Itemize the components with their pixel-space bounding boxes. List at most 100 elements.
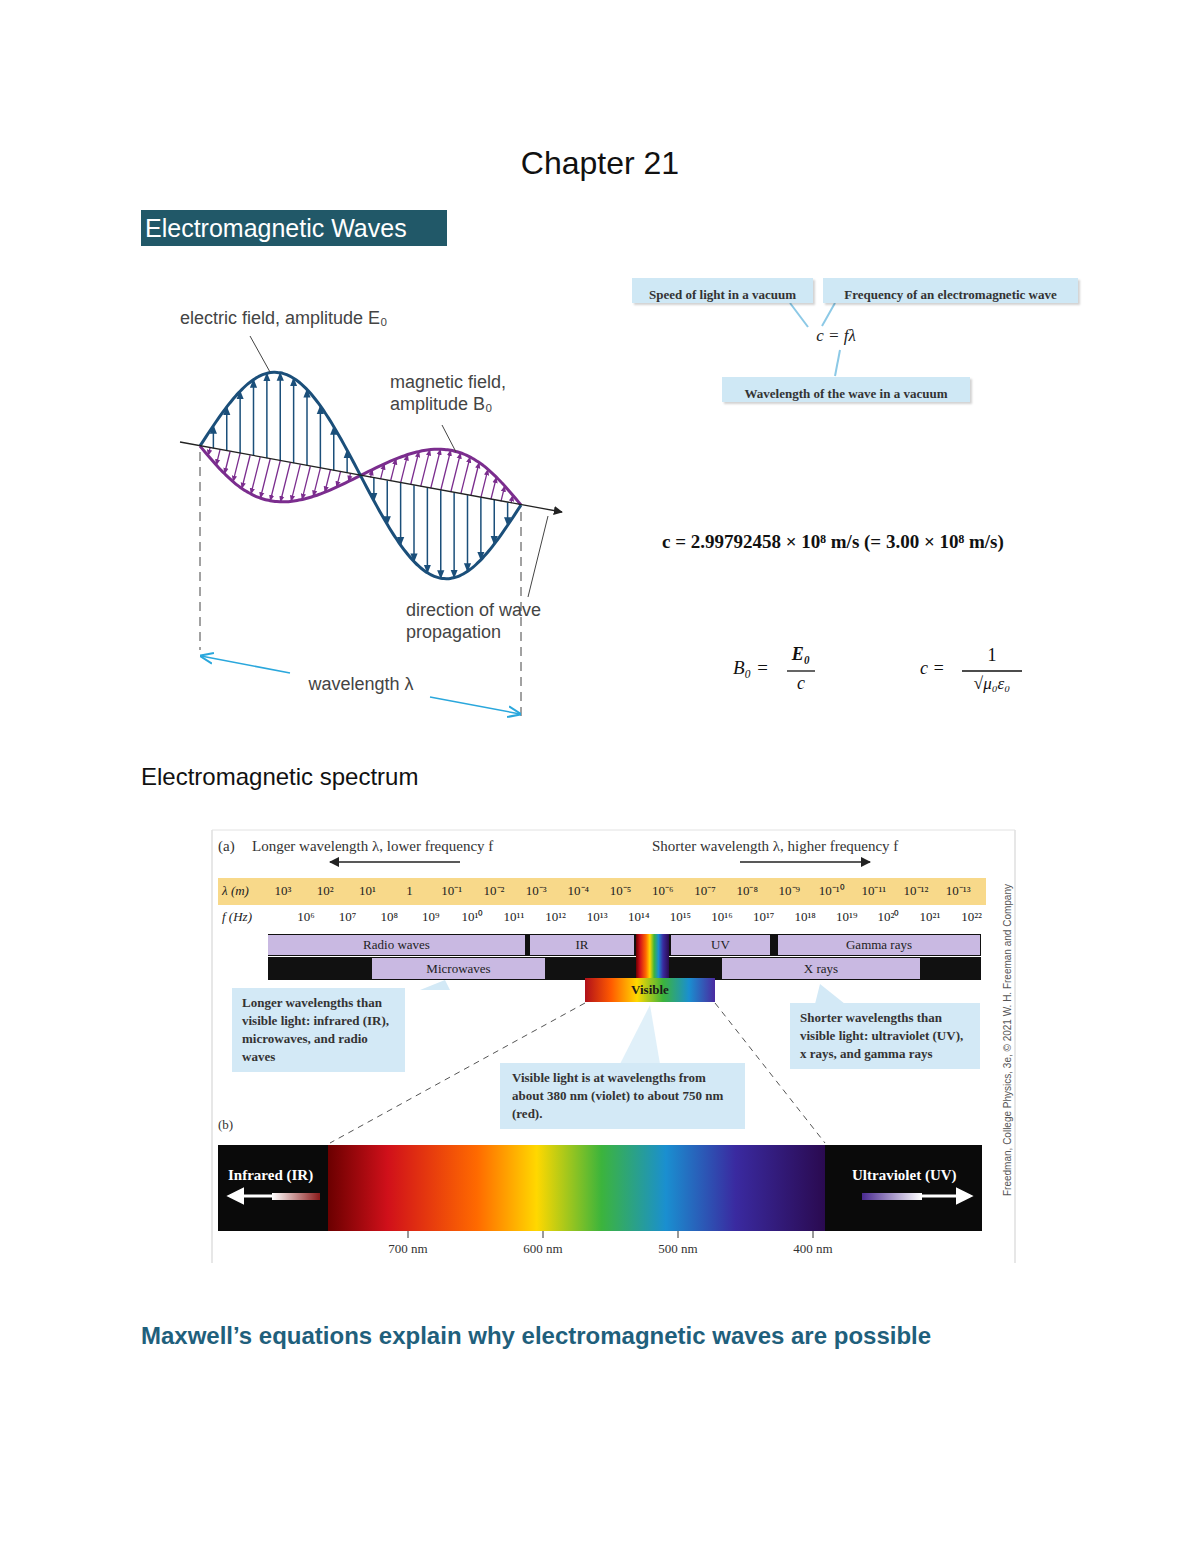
- spectrum-label: 1: [406, 883, 413, 899]
- spectrum-label: 10⁻⁷: [694, 883, 716, 899]
- electric-vector: [293, 378, 295, 463]
- spectrum-label: 10¹: [359, 883, 376, 899]
- electric-vector: [226, 407, 228, 451]
- spectrum-label: 10⁻⁸: [736, 883, 758, 899]
- spectrum-label: 10²²: [961, 909, 982, 925]
- magnetic-vector: [481, 469, 488, 497]
- figure-label: wavelength λ: [305, 674, 416, 696]
- spectrum-label: 10⁷: [339, 909, 357, 925]
- spectrum-label: 10¹³: [587, 909, 608, 925]
- spectrum-label: 700 nm: [388, 1241, 427, 1257]
- propagation-axis: [180, 442, 562, 512]
- magnetic-vector: [491, 477, 497, 499]
- figure-label: magnetic field, amplitude B₀: [390, 372, 530, 415]
- magnetic-vector: [461, 457, 470, 494]
- callout-box: Longer wavelengths than visible light: i…: [232, 988, 405, 1072]
- uv-arrow: [920, 1195, 970, 1198]
- magnetic-vector: [411, 451, 419, 484]
- page-title: Chapter 21: [521, 145, 679, 182]
- figure-frame: [1015, 830, 1016, 1263]
- box-text: Radio waves: [272, 935, 521, 955]
- box-text: Frequency of an electromagnetic wave: [831, 282, 1070, 307]
- electric-vector: [440, 490, 442, 578]
- section-heading: Electromagnetic spectrum: [141, 763, 418, 792]
- spectrum-label: Longer wavelength λ, lower frequency f: [252, 837, 493, 855]
- spectrum-label: (b): [218, 1117, 233, 1133]
- section-heading: Maxwell’s equations explain why electrom…: [141, 1322, 931, 1351]
- box-text: Speed of light in a vacuum: [640, 282, 805, 307]
- spectrum-label: 10⁻⁹: [779, 883, 801, 899]
- magnetic-vector: [225, 452, 231, 474]
- electric-vector: [413, 485, 415, 561]
- magnetic-vector: [421, 450, 430, 487]
- figure-label: direction of wave propagation: [406, 600, 571, 643]
- leader-line: [822, 303, 835, 326]
- wavelength-arrow: [430, 697, 520, 714]
- electric-vector: [266, 373, 268, 458]
- copyright-note: Freedman, College Physics, 3e, © 2021 W.…: [1002, 884, 1014, 1196]
- spectrum-label: 10⁸: [380, 909, 398, 925]
- leader-line: [835, 350, 840, 376]
- spectrum-label: Shorter wavelength λ, higher frequency f: [652, 837, 898, 855]
- spectrum-label: 10⁻⁴: [568, 883, 590, 899]
- fraction-bar: [787, 670, 815, 671]
- direction-arrow: [330, 861, 460, 863]
- spectrum-label: 600 nm: [523, 1241, 562, 1257]
- magnetic-vector: [313, 468, 320, 496]
- spectrum-label: 10⁶: [297, 909, 315, 925]
- box-text: Wavelength of the wave in a vacuum: [730, 381, 962, 406]
- callout-box: Wavelength of the wave in a vacuum: [722, 377, 970, 402]
- spectrum-label: 10⁻¹³: [946, 883, 971, 899]
- box-text: IR: [534, 935, 630, 955]
- ir-arrow: [272, 1193, 320, 1200]
- scale-ticks: [408, 1231, 813, 1238]
- electric-vector: [320, 406, 322, 468]
- electric-vector: [306, 389, 308, 465]
- box-text: Visible: [589, 978, 711, 1002]
- equation: c = 2.99792458 × 10⁸ m/s (= 3.00 × 10⁸ m…: [662, 531, 1004, 554]
- box-text: Longer wavelengths than visible light: i…: [242, 994, 395, 1066]
- equation: c =: [920, 658, 945, 680]
- spectrum-band: UV: [671, 935, 770, 955]
- spectrum-band: IR: [530, 935, 634, 955]
- section-heading: Electromagnetic Waves: [141, 210, 447, 246]
- spectrum-label: 10¹⁹: [836, 909, 857, 925]
- spectrum-label: 10¹⁸: [794, 909, 815, 925]
- spectrum-label: λ (m): [222, 883, 249, 899]
- uv-arrow: [862, 1193, 922, 1200]
- visible-spectrum: [328, 1145, 825, 1231]
- leader-line: [442, 425, 456, 452]
- spectrum-label: (a): [218, 837, 235, 855]
- figure-frame: [212, 830, 1015, 831]
- spectrum-label: 10²: [317, 883, 334, 899]
- equation: B₀ =: [733, 657, 769, 680]
- electric-vector: [333, 427, 335, 471]
- box-text: X rays: [726, 958, 916, 979]
- leader-line: [790, 303, 808, 327]
- magnetic-vector: [471, 463, 479, 496]
- equation: c: [797, 673, 805, 695]
- spectrum-label: 10¹⁵: [670, 909, 691, 925]
- box-text: Shorter wavelengths than visible light: …: [800, 1009, 970, 1063]
- magnetic-vector: [233, 453, 240, 481]
- spectrum-label: 10⁻¹⁰: [819, 883, 845, 899]
- spectrum-label: 10⁻⁵: [610, 883, 632, 899]
- spectrum-bar: [268, 957, 981, 980]
- direction-arrow: [740, 861, 870, 863]
- callout-box: Visible light is at wavelengths from abo…: [500, 1063, 745, 1129]
- magnetic-vector: [431, 449, 441, 488]
- spectrum-bar: [218, 1145, 982, 1231]
- magnetic-vector: [280, 463, 290, 502]
- magnetic-vector: [291, 464, 300, 501]
- electric-vector: [427, 488, 429, 573]
- figure-frame: [212, 830, 213, 1263]
- magnetic-vector: [401, 455, 408, 483]
- spectrum-label: 10³: [275, 883, 292, 899]
- electric-vector: [494, 500, 496, 544]
- electric-vector: [467, 495, 469, 571]
- magnetic-vector: [501, 486, 505, 501]
- magnetic-vector: [270, 461, 280, 501]
- equation: E₀: [792, 644, 810, 666]
- magnetic-vector: [216, 450, 220, 465]
- wavelength-band: [218, 878, 986, 905]
